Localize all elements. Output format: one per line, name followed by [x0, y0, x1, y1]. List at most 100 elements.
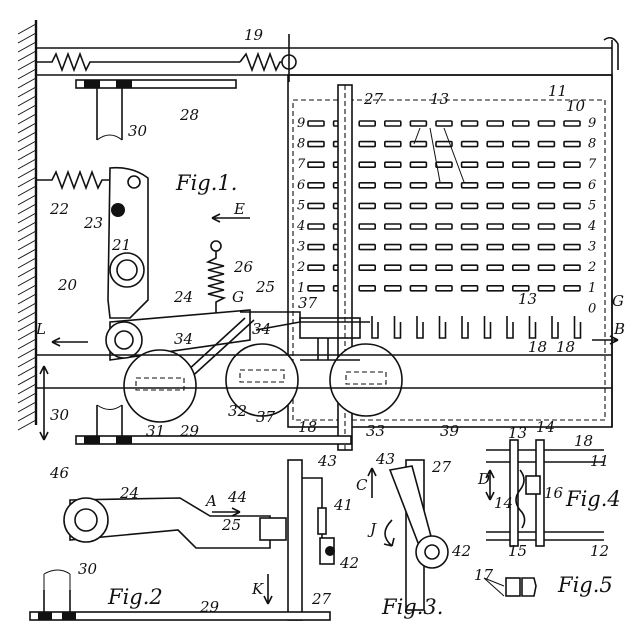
wheel-32-slot: [239, 369, 285, 383]
slot: [563, 140, 581, 148]
slot: [511, 284, 530, 292]
slot: [435, 182, 453, 189]
arrow-E: [211, 213, 250, 223]
wall-hatch-line: [17, 266, 37, 278]
plate-28-pad-left: [84, 80, 100, 88]
figure-1: [17, 20, 619, 451]
bottom-slot: [573, 316, 582, 339]
scale-right-digit: 3: [588, 240, 596, 255]
post-30-bottom: [96, 405, 123, 436]
label-34b: 34: [252, 320, 271, 338]
slot: [435, 243, 453, 251]
wall-hatch-line: [17, 275, 37, 287]
slot: [537, 182, 556, 189]
roller-42-fig3: [415, 535, 449, 569]
slot: [486, 182, 505, 189]
slot: [537, 202, 556, 210]
figure-3: [367, 459, 449, 611]
figure-1-labels: 19 28 30 27 13 11 10 22 23 21 20 26 24 2…: [35, 26, 625, 482]
slot: [358, 202, 377, 210]
label-42-fig3: 42: [451, 542, 471, 560]
wall-hatch-line: [17, 338, 37, 350]
label-25-fig2: 25: [221, 516, 241, 534]
label-46: 46: [49, 464, 70, 482]
slot: [563, 223, 581, 230]
wall-hatch-line: [17, 230, 37, 242]
label-26: 26: [233, 258, 254, 276]
label-23: 23: [83, 214, 103, 232]
wall-hatch-line: [17, 419, 37, 431]
slot: [486, 284, 505, 292]
label-44: 44: [227, 488, 247, 506]
letter-G-left: G: [232, 288, 244, 306]
slot: [511, 243, 530, 251]
roller-20-hub: [116, 259, 138, 281]
wall-hatch-line: [17, 347, 37, 359]
slot: [409, 264, 428, 272]
wheel-33-slot: [345, 371, 387, 385]
wall-hatch-line: [17, 68, 37, 80]
slot: [358, 223, 377, 230]
wheel-33: [329, 343, 403, 417]
lug-25: [259, 517, 287, 541]
wall-hatch-line: [17, 239, 37, 251]
wall-hatch-line: [17, 194, 37, 206]
plate-29-pad-right: [116, 436, 132, 444]
wall-hatch-line: [17, 221, 37, 233]
wall-hatch-line: [17, 95, 37, 107]
wall-hatch-line: [17, 329, 37, 341]
slot: [383, 284, 402, 292]
plate-29-pad-left: [84, 436, 100, 444]
slot: [460, 140, 479, 148]
slot: [460, 182, 479, 189]
label-28: 28: [179, 106, 199, 124]
letter-J: J: [367, 520, 377, 538]
wall-hatch-line: [17, 149, 37, 161]
slot: [460, 202, 479, 210]
pin-23: [111, 203, 125, 217]
figure-4: [483, 439, 604, 597]
scale-right-digit: 8: [588, 137, 596, 152]
rod-25: [240, 311, 370, 323]
label-18: 18: [298, 418, 317, 436]
slot: [435, 120, 453, 127]
scale-right-digit: 0: [588, 301, 596, 316]
slot: [383, 264, 402, 272]
label-30-bottom: 30: [50, 406, 70, 424]
slot: [307, 284, 325, 292]
figure-2: [29, 459, 335, 621]
label-11: 11: [548, 82, 567, 100]
slot: [409, 161, 428, 168]
letter-B: B: [613, 320, 625, 338]
bottom-slot: [506, 316, 514, 339]
scale-left-digit: 7: [297, 157, 306, 172]
slot: [383, 140, 402, 148]
slot: [486, 223, 505, 230]
slot: [563, 284, 581, 292]
slot: [563, 182, 581, 189]
slot: [511, 182, 530, 189]
wall-hatch-line: [17, 365, 37, 377]
slot: [537, 161, 556, 168]
wall-hatch-line: [17, 113, 37, 125]
slot: [486, 202, 505, 210]
top-spring-left: [36, 51, 240, 73]
slot: [358, 243, 377, 251]
slot: [537, 120, 556, 127]
plate-28: [75, 79, 237, 89]
slot: [409, 120, 428, 127]
leader-13: [413, 127, 465, 183]
label-25: 25: [255, 278, 275, 296]
label-41: 41: [333, 496, 353, 514]
figure-3-title: Fig.3.: [381, 595, 443, 619]
scale-right-digit: 7: [588, 157, 597, 172]
slot: [460, 161, 479, 168]
plate-28-pad-right: [116, 80, 132, 88]
part-17-a: [505, 577, 521, 597]
slot: [511, 140, 530, 148]
label-24: 24: [173, 288, 193, 306]
pivot-top: [127, 175, 141, 189]
post-30-bottom-break: [96, 404, 123, 410]
label-24-fig2: 24: [119, 484, 139, 502]
